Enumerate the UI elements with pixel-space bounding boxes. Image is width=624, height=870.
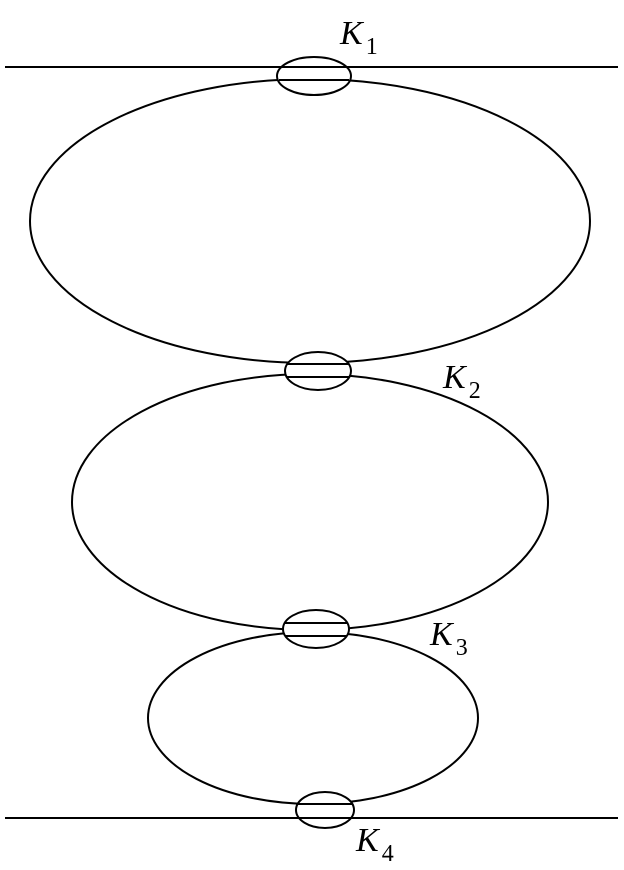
coupler-k3-letter: K <box>429 616 455 653</box>
coupler-k1-subscript: 1 <box>366 34 378 60</box>
coupler-k1-letter: K <box>339 15 365 52</box>
coupler-k3-ellipse <box>282 609 350 649</box>
coupler-k4-letter: K <box>355 822 381 859</box>
coupler-k2 <box>284 351 352 391</box>
ring-resonator-2 <box>71 373 549 631</box>
coupler-k3-subscript: 3 <box>456 635 468 661</box>
ring-resonator-1 <box>29 78 591 364</box>
coupler-k2-letter: K <box>442 359 468 396</box>
coupler-k2-ellipse <box>284 351 352 391</box>
coupler-k2-subscript: 2 <box>469 378 481 404</box>
coupler-k4-ellipse <box>295 791 355 829</box>
ring-resonator-3 <box>147 631 479 805</box>
coupler-k1-ellipse <box>276 56 352 96</box>
coupler-k4-subscript: 4 <box>382 841 394 865</box>
coupler-k3 <box>282 609 350 649</box>
coupler-k1 <box>276 56 352 96</box>
coupler-k4 <box>295 791 355 829</box>
